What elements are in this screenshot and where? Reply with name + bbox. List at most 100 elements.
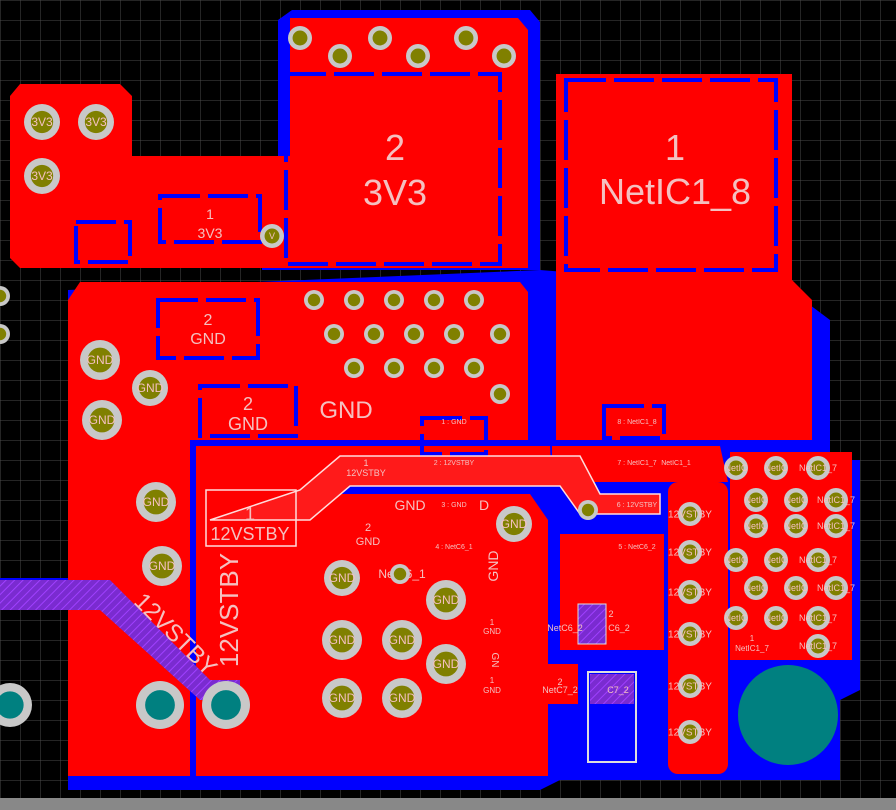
via-hole xyxy=(768,552,784,568)
pour-gnd-center xyxy=(318,494,548,776)
via[interactable] xyxy=(304,290,324,310)
via[interactable]: 3V3 xyxy=(78,104,114,140)
via[interactable] xyxy=(406,44,430,68)
gnd-mid-num: 2 xyxy=(243,394,253,414)
via[interactable]: GND xyxy=(80,340,120,380)
via[interactable] xyxy=(0,324,10,344)
via[interactable] xyxy=(0,286,10,306)
netc6-2b: C6_2 xyxy=(608,623,630,633)
via[interactable]: GND xyxy=(382,620,422,660)
via[interactable]: 12VSTBY xyxy=(668,720,712,744)
via[interactable] xyxy=(490,384,510,404)
via-label: 3V3 xyxy=(31,169,53,183)
via[interactable] xyxy=(288,26,312,50)
via[interactable]: V xyxy=(260,224,284,248)
via[interactable]: GND xyxy=(142,546,182,586)
via-hole xyxy=(728,610,744,626)
via[interactable]: 12VSTBY xyxy=(668,622,712,646)
via[interactable]: GND xyxy=(382,678,422,718)
via[interactable] xyxy=(328,44,352,68)
via[interactable]: GND xyxy=(426,644,466,684)
via[interactable]: NetIC1_7 xyxy=(799,456,837,480)
via[interactable] xyxy=(384,290,404,310)
via[interactable] xyxy=(202,681,250,729)
via[interactable]: NetIC xyxy=(784,576,808,600)
via[interactable]: NetIC1_7 xyxy=(817,514,855,538)
via[interactable]: 12VSTBY xyxy=(668,502,712,526)
via-label: 12VSTBY xyxy=(668,548,712,559)
via[interactable]: NetIC xyxy=(764,548,788,572)
via[interactable]: GND xyxy=(324,560,360,596)
via[interactable] xyxy=(464,358,484,378)
via[interactable] xyxy=(464,290,484,310)
via[interactable]: NetIC xyxy=(724,548,748,572)
via[interactable]: 3V3 xyxy=(24,158,60,194)
gnd-stack-b: GND xyxy=(483,686,501,695)
via[interactable]: NetIC xyxy=(744,514,768,538)
via-label: 12VSTBY xyxy=(668,630,712,641)
trace-12vstby-bottom[interactable] xyxy=(0,580,240,700)
via[interactable] xyxy=(424,290,444,310)
trace-12vstby-top[interactable] xyxy=(209,455,661,521)
via[interactable] xyxy=(454,26,478,50)
via[interactable]: NetIC xyxy=(724,456,748,480)
via[interactable]: NetIC1_7 xyxy=(799,634,837,658)
via[interactable]: NetIC1_7 xyxy=(799,548,837,572)
via[interactable]: GND xyxy=(82,400,122,440)
via[interactable] xyxy=(136,681,184,729)
via[interactable]: GND xyxy=(132,370,168,406)
via[interactable] xyxy=(0,683,32,727)
pad2-net: 3V3 xyxy=(363,172,427,213)
via-hole xyxy=(0,289,7,303)
via[interactable] xyxy=(404,324,424,344)
pad-netc6-2-hl[interactable] xyxy=(577,603,607,645)
via-hole xyxy=(410,48,426,64)
via[interactable] xyxy=(578,500,598,520)
via[interactable]: GND xyxy=(322,620,362,660)
via[interactable]: 12VSTBY xyxy=(668,580,712,604)
via-label: GND xyxy=(433,657,460,671)
via[interactable]: GND xyxy=(322,678,362,718)
via[interactable] xyxy=(444,324,464,344)
via[interactable]: NetIC1_7 xyxy=(817,576,855,600)
via[interactable]: GND xyxy=(136,482,176,522)
via[interactable] xyxy=(384,358,404,378)
via[interactable]: GND xyxy=(496,506,532,542)
via-hole xyxy=(682,678,698,694)
via[interactable]: NetIC1_7 xyxy=(799,606,837,630)
via[interactable] xyxy=(344,290,364,310)
via[interactable]: NetIC xyxy=(764,456,788,480)
via[interactable]: NetIC1_7 xyxy=(817,488,855,512)
bottom-edge-bar xyxy=(0,798,896,810)
via-label: GND xyxy=(329,691,356,705)
via[interactable]: GND xyxy=(426,580,466,620)
via[interactable]: 12VSTBY xyxy=(668,540,712,564)
via[interactable]: 3V3 xyxy=(24,104,60,140)
via[interactable] xyxy=(492,44,516,68)
via[interactable] xyxy=(364,324,384,344)
via-hole xyxy=(682,584,698,600)
via[interactable]: NetIC xyxy=(784,514,808,538)
via[interactable] xyxy=(390,564,410,584)
via[interactable] xyxy=(344,358,364,378)
via-hole xyxy=(84,110,108,134)
via[interactable]: NetIC xyxy=(764,606,788,630)
via[interactable]: NetIC xyxy=(744,488,768,512)
via[interactable] xyxy=(490,324,510,344)
via-label: NetIC xyxy=(764,613,788,623)
mounting-hole[interactable] xyxy=(738,665,838,765)
via[interactable]: 12VSTBY xyxy=(668,674,712,698)
via[interactable]: NetIC xyxy=(784,488,808,512)
via[interactable]: NetIC xyxy=(744,576,768,600)
via-hole xyxy=(810,638,826,654)
via-hole xyxy=(447,327,461,341)
via[interactable] xyxy=(324,324,344,344)
svg-text:5 : NetC6_2: 5 : NetC6_2 xyxy=(618,544,655,551)
netc7-2-num: 2 xyxy=(557,677,562,687)
via-hole xyxy=(347,361,361,375)
via[interactable] xyxy=(424,358,444,378)
via[interactable] xyxy=(368,26,392,50)
via-label: NetIC xyxy=(784,521,808,531)
via[interactable]: NetIC xyxy=(724,606,748,630)
